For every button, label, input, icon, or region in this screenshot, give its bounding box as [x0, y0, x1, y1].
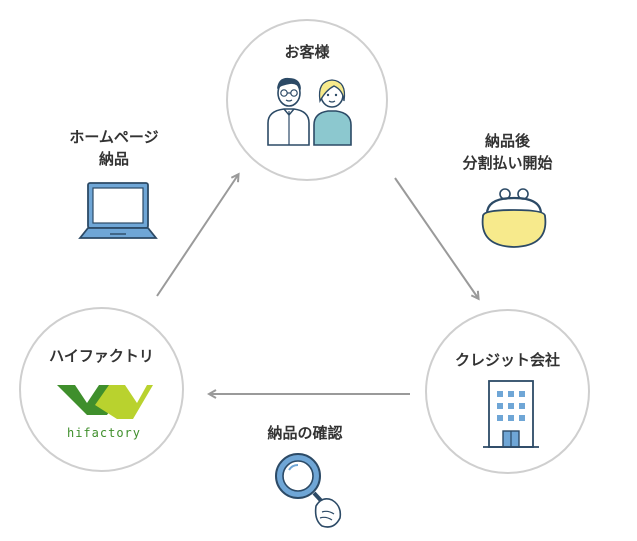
confirm-edge-label: 納品の確認 [267, 424, 343, 442]
delivery-line2: 納品 [98, 150, 129, 168]
laptop-icon [78, 182, 158, 239]
customers-illustration-icon [267, 77, 352, 146]
delivery-edge-label: ホームページ 納品 [58, 126, 170, 170]
hifactory-logo-text: hifactory [67, 426, 141, 440]
hifactory-label: ハイファクトリ [49, 347, 154, 365]
hifactory-node: ハイファクトリ hifactory [19, 307, 184, 472]
installment-line1: 納品後 [484, 132, 530, 150]
credit-node: クレジット会社 [425, 309, 590, 474]
delivery-line1: ホームページ [69, 128, 159, 146]
arrow-customer-to-credit [394, 177, 478, 298]
coin-purse-icon [481, 188, 547, 248]
magnifying-glass-icon [275, 453, 342, 528]
customer-label: お客様 [284, 43, 330, 61]
credit-label: クレジット会社 [454, 351, 560, 369]
installment-edge-label: 納品後 分割払い開始 [445, 130, 570, 174]
arrow-hifactory-to-customer [156, 175, 238, 297]
customer-node: お客様 [226, 19, 388, 181]
hifactory-logo-icon: hifactory [57, 385, 153, 440]
installment-line2: 分割払い開始 [462, 154, 553, 172]
office-building-icon [483, 380, 539, 448]
